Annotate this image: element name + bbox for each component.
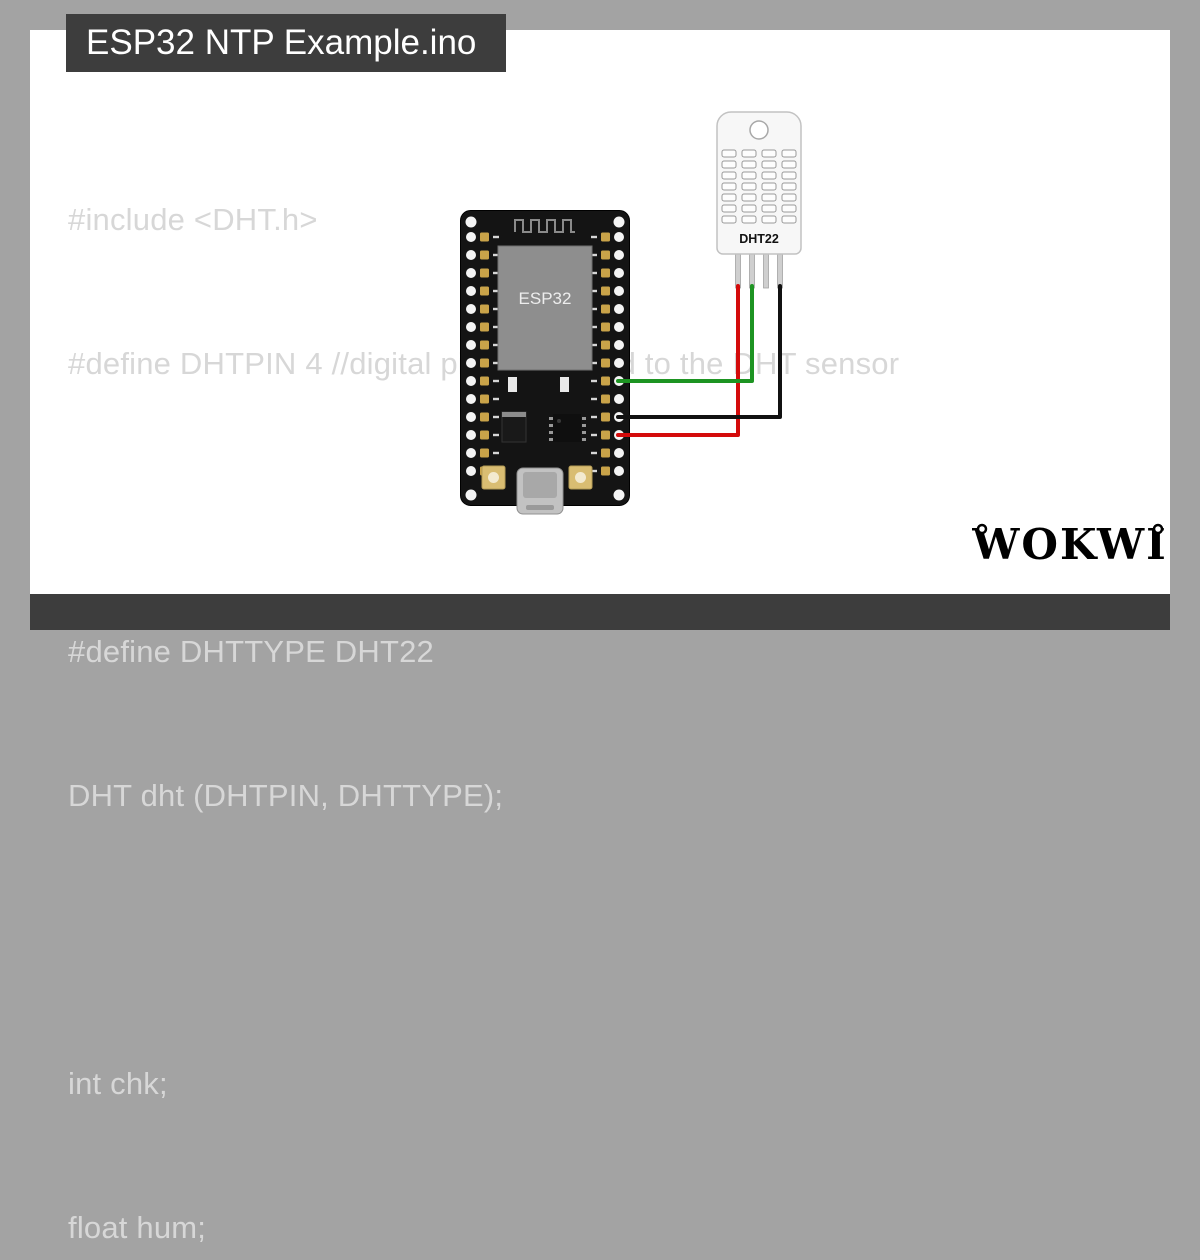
en-button[interactable]	[481, 465, 506, 490]
voltage-regulator-tab	[502, 412, 526, 417]
sensor-hole	[749, 120, 769, 140]
sensor-pins	[735, 253, 783, 289]
code-line	[68, 916, 899, 964]
mounting-hole	[465, 216, 477, 228]
dht22-sensor[interactable]: DHT22	[714, 110, 804, 290]
mounting-hole	[465, 489, 477, 501]
micro-usb-connector	[516, 467, 564, 515]
code-line: int chk;	[68, 1066, 168, 1101]
wokwi-logo: WOKWI	[971, 518, 1168, 572]
sensor-grille	[719, 148, 799, 225]
code-line: #include <DHT.h>	[68, 202, 318, 237]
boot-button[interactable]	[568, 465, 593, 490]
code-line: #define DHTTYPE DHT22	[68, 634, 434, 669]
sensor-label: DHT22	[739, 232, 779, 246]
wokwi-logo-text: WOKWI	[972, 520, 1168, 569]
esp32-board[interactable]: ESP32	[460, 210, 630, 520]
logo-node-icon	[1152, 523, 1164, 535]
board-label: ESP32	[519, 289, 572, 308]
code-line: DHT dht (DHTPIN, DHTTYPE);	[68, 778, 504, 813]
mounting-hole	[613, 489, 625, 501]
smd-component	[508, 377, 517, 392]
title-bar: ESP32 NTP Example.ino	[66, 14, 506, 72]
smd-component	[560, 377, 569, 392]
mounting-hole	[613, 216, 625, 228]
logo-node-icon	[976, 523, 988, 535]
sketch-title: ESP32 NTP Example.ino	[86, 23, 477, 62]
code-line: float hum;	[68, 1210, 207, 1245]
usb-uart-chip	[549, 414, 586, 442]
bottom-overlay	[30, 594, 1170, 630]
esp32-module	[497, 245, 593, 371]
